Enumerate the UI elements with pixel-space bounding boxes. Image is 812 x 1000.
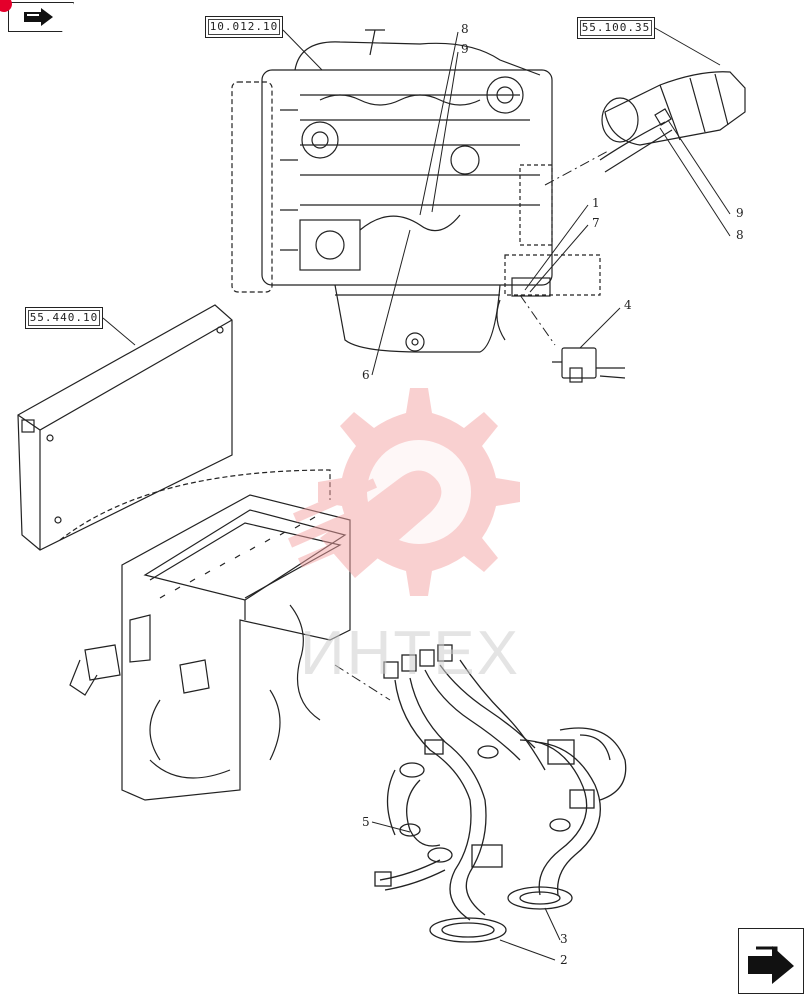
fuse-box-illustration <box>69 494 351 801</box>
callout-6: 6 <box>362 368 370 382</box>
control-unit-illustration <box>17 304 331 551</box>
gear-wrench-icon <box>287 388 520 596</box>
arrow-right-icon <box>24 8 53 26</box>
corner-dot <box>0 0 12 12</box>
next-page-button[interactable] <box>738 928 804 994</box>
callout-7: 7 <box>592 216 600 230</box>
callout-2: 2 <box>560 953 568 967</box>
wiring-harness-illustration <box>374 644 627 943</box>
arrow-next-icon <box>748 946 794 984</box>
engine-illustration <box>231 29 601 353</box>
callout-1: 1 <box>592 196 600 210</box>
relay-illustration <box>552 347 626 383</box>
callout-9-right: 9 <box>736 206 744 220</box>
callout-4: 4 <box>624 298 632 312</box>
starter-motor-illustration <box>599 71 746 173</box>
starter-reference-link[interactable]: 55.100.35 <box>577 17 655 39</box>
callout-9-top: 9 <box>461 42 469 56</box>
callout-8-right: 8 <box>736 228 744 242</box>
assembly-lines <box>334 149 611 701</box>
leader-lines <box>102 27 731 961</box>
callout-8-top: 8 <box>461 22 469 36</box>
callout-3: 3 <box>560 932 568 946</box>
callout-5: 5 <box>362 815 370 829</box>
watermark-text: ИНТЕХ <box>300 619 520 688</box>
controller-reference-link[interactable]: 55.440.10 <box>25 307 103 329</box>
engine-reference-link[interactable]: 10.012.10 <box>205 16 283 38</box>
